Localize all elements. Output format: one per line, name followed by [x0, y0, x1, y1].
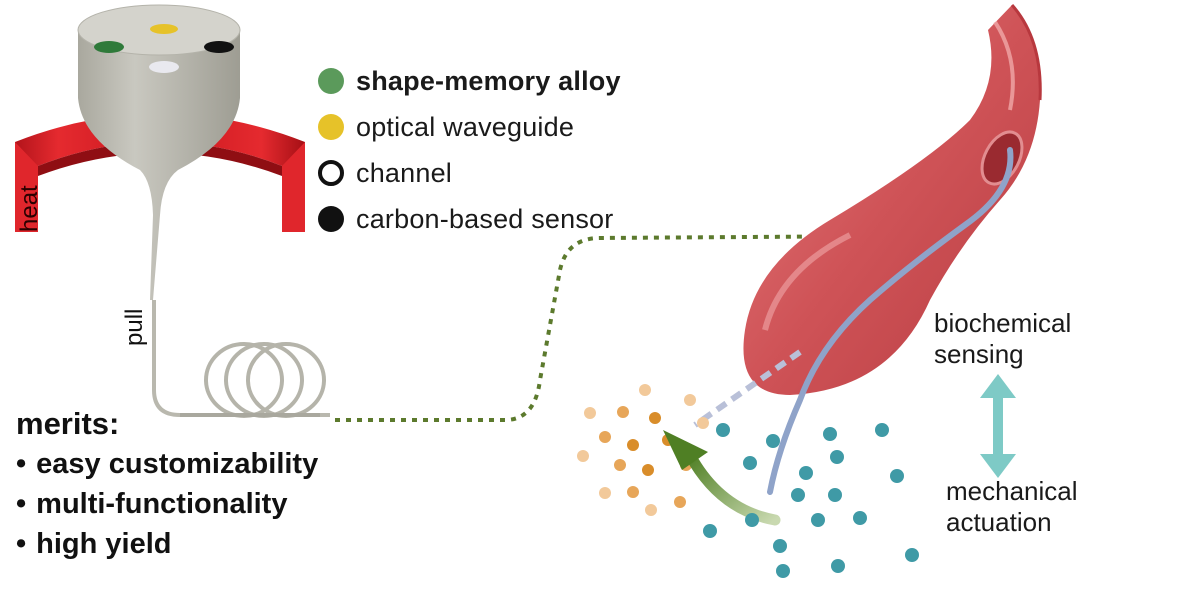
sensor-core-dot — [204, 41, 234, 53]
legend-ring-icon — [318, 160, 344, 186]
dashed-branch — [693, 349, 802, 428]
legend-label: carbon-based sensor — [356, 203, 614, 234]
legend-label: shape-memory alloy — [356, 65, 621, 96]
list-item: •easy customizability — [16, 448, 319, 480]
legend-label: channel — [356, 157, 452, 188]
double-arrow — [980, 374, 1016, 478]
alloy-core-dot — [94, 41, 124, 53]
legend-dot-icon — [318, 68, 344, 94]
legend: shape-memory alloy optical waveguide cha… — [318, 58, 621, 242]
legend-item: optical waveguide — [318, 104, 621, 150]
mechanical-actuation-label: mechanical actuation — [946, 476, 1078, 537]
legend-dot-icon — [318, 206, 344, 232]
preform — [77, 4, 241, 300]
implanted-fiber — [767, 147, 1014, 495]
list-item: •multi-functionality — [16, 488, 288, 520]
biochemical-sensing-label: biochemical sensing — [934, 308, 1072, 369]
heat-label: heat — [16, 185, 43, 232]
legend-item: shape-memory alloy — [318, 58, 621, 104]
legend-label: optical waveguide — [356, 111, 575, 142]
waveguide-core-dot — [150, 24, 178, 34]
teal-particles — [703, 423, 919, 578]
drawn-fiber — [152, 300, 330, 417]
legend-item: channel — [318, 150, 621, 196]
legend-item: carbon-based sensor — [318, 196, 621, 242]
merits-list: merits: •easy customizability •multi-fun… — [16, 404, 318, 564]
fiber-coil — [180, 342, 326, 418]
list-item: •high yield — [16, 528, 172, 560]
merits-title: merits: — [16, 406, 120, 441]
blood-vessel — [743, 4, 1042, 395]
legend-dot-icon — [318, 114, 344, 140]
release-arrow — [663, 430, 781, 526]
pull-label: pull — [121, 308, 148, 346]
channel-core-dot — [149, 61, 179, 73]
heater-ring — [15, 113, 305, 232]
